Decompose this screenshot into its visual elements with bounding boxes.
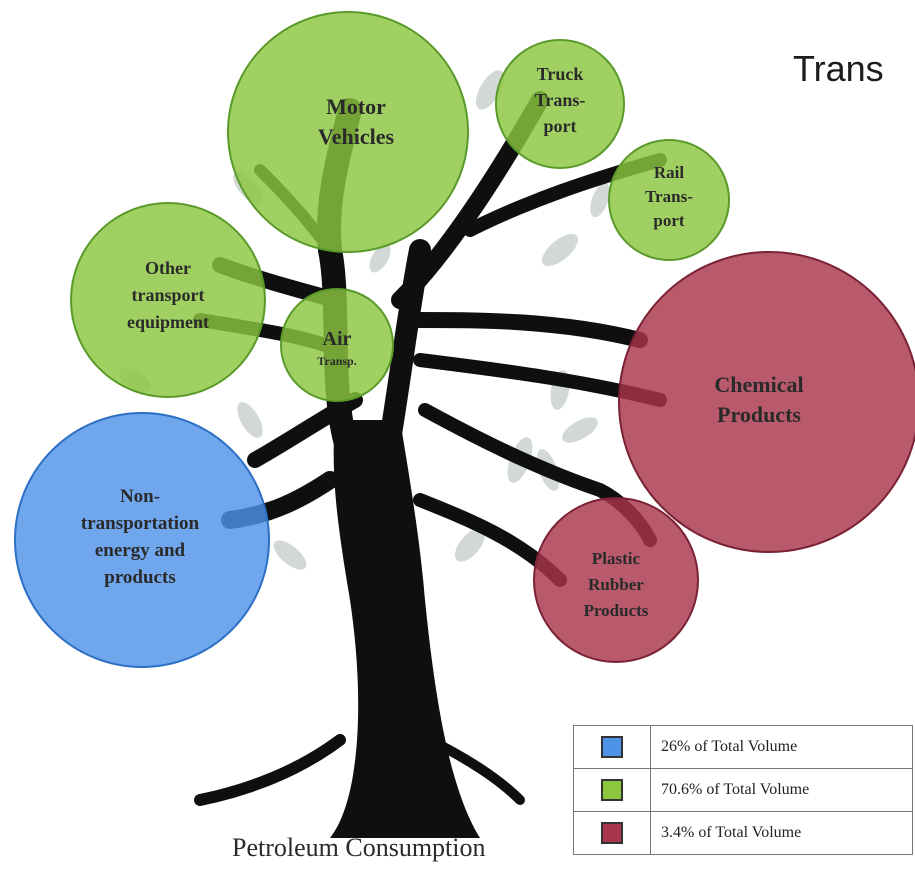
legend: 26% of Total Volume 70.6% of Total Volum… — [573, 725, 913, 855]
bubble-other-transport-equipment: Other transport equipment — [70, 202, 266, 398]
bubble-label-line: Products — [584, 601, 649, 620]
bubble-label-line: Truck — [537, 64, 584, 84]
bubble-label-line: Rail — [654, 163, 685, 182]
legend-swatch-green — [601, 779, 623, 801]
legend-row: 70.6% of Total Volume — [573, 768, 913, 812]
bubble-label-line: Vehicles — [318, 124, 395, 149]
page-title: Trans — [793, 48, 884, 89]
legend-label: 26% of Total Volume — [650, 725, 913, 769]
bubble-label-line: equipment — [127, 312, 209, 332]
bubble-label-line: Non- — [120, 486, 160, 507]
bubble-label-line: Products — [717, 402, 801, 427]
bubble-label-line: Trans- — [535, 90, 586, 110]
bubble-label-line: Transp. — [317, 354, 356, 368]
bubble-label-line: energy and — [95, 540, 186, 561]
legend-label: 70.6% of Total Volume — [650, 768, 913, 812]
legend-row: 26% of Total Volume — [573, 725, 913, 769]
bubble-label-line: transport — [132, 285, 205, 305]
legend-label: 3.4% of Total Volume — [650, 811, 913, 855]
legend-swatch-blue — [601, 736, 623, 758]
bubble-label-line: Plastic — [592, 549, 641, 568]
bubble-label-line: transportation — [81, 513, 200, 534]
bubble-label-line: Trans- — [645, 187, 693, 206]
bubble-label-line: Air — [323, 328, 352, 350]
bubble-label-line: Motor — [326, 94, 386, 119]
legend-swatch-red — [601, 822, 623, 844]
bubble-label-line: Other — [145, 258, 191, 278]
bubble-label-line: Rubber — [588, 575, 644, 594]
bubble-label-line: Chemical — [714, 372, 803, 397]
bubble-non-transportation: Non-transportation energy and products — [14, 412, 270, 668]
bubble-label-line: port — [653, 211, 685, 230]
bubble-label-line: port — [544, 116, 577, 136]
bubble-label-line: products — [104, 567, 175, 588]
legend-row: 3.4% of Total Volume — [573, 811, 913, 855]
diagram-caption: Petroleum Consumption — [232, 833, 486, 862]
